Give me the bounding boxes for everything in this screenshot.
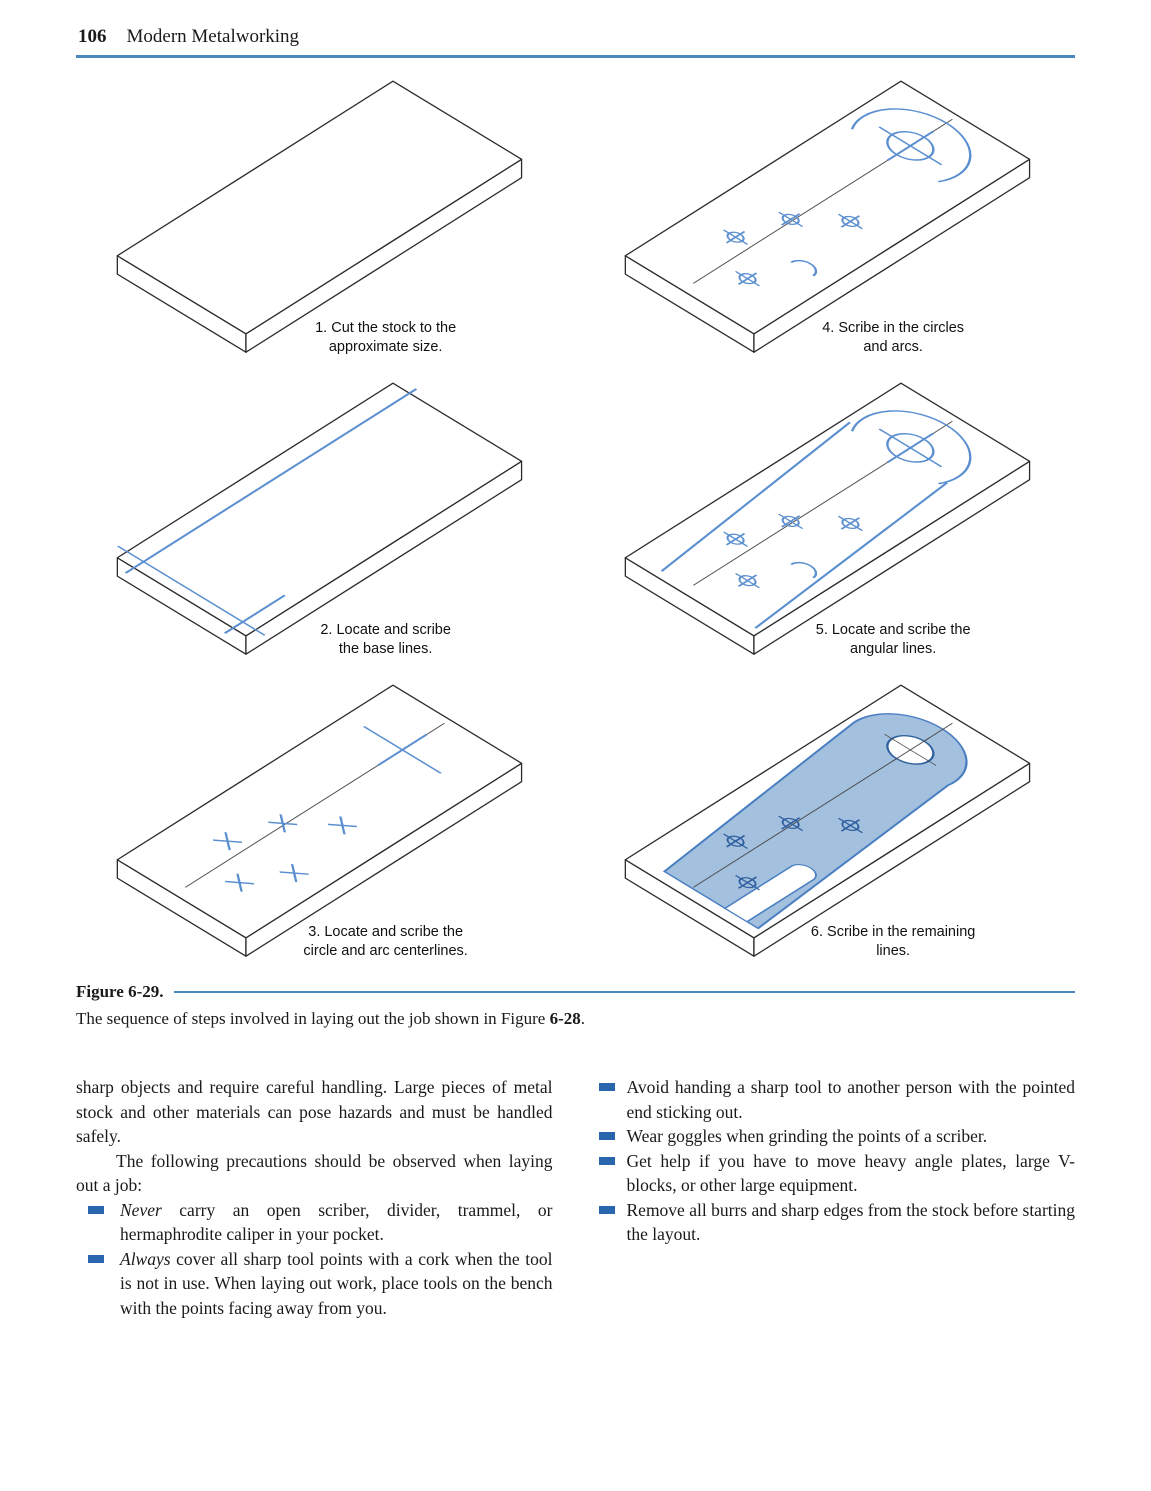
body-text: sharp objects and require careful handli…: [76, 1075, 1075, 1320]
bullet-lead: Never: [120, 1199, 162, 1220]
step-4-illustration: [624, 80, 1030, 353]
page-number: 106: [78, 26, 107, 47]
step-1-caption: 1. Cut the stock to the approximate size…: [246, 319, 526, 358]
step-4-caption: 4. Scribe in the circles and arcs.: [753, 319, 1033, 358]
step-6-illustration: [624, 684, 1030, 957]
caption-line-1: 2. Locate and scribe: [320, 621, 451, 638]
step-3-caption: 3. Locate and scribe the circle and arc …: [246, 923, 526, 962]
bullet-rest: cover all sharp tool points with a cork …: [120, 1248, 553, 1318]
figure-panel-step-5: 5. Locate and scribe the angular lines.: [584, 374, 1076, 668]
figure-panel-step-4: 4. Scribe in the circles and arcs.: [584, 72, 1076, 366]
bullet-text: Get help if you have to move heavy angle…: [626, 1150, 1076, 1196]
bullet-lead: Always: [120, 1248, 171, 1269]
list-item: Never carry an open scriber, divider, tr…: [76, 1198, 553, 1247]
bullet-text: Remove all burrs and sharp edges from th…: [626, 1199, 1076, 1245]
figure-grid: 1. Cut the stock to the approximate size…: [76, 72, 1075, 970]
figure-panel-step-1: 1. Cut the stock to the approximate size…: [76, 72, 568, 366]
step-6-caption: 6. Scribe in the remaining lines.: [753, 923, 1033, 962]
figure-caption-rule: [173, 991, 1075, 993]
figure-panel-step-3: 3. Locate and scribe the circle and arc …: [76, 676, 568, 970]
figure-panel-step-2: 2. Locate and scribe the base lines.: [76, 374, 568, 668]
caption-line-1: 1. Cut the stock to the: [315, 319, 457, 336]
bullet-marker: [88, 1205, 104, 1214]
step-3-illustration: [116, 684, 523, 957]
list-item: Wear goggles when grinding the points of…: [598, 1124, 1076, 1149]
bullet-marker: [598, 1156, 615, 1165]
caption-line-2: lines.: [876, 943, 911, 960]
body-column-right: Avoid handing a sharp tool to another pe…: [598, 1075, 1076, 1320]
figure-caption-ref: 6-28: [549, 1009, 581, 1028]
caption-line-1: 6. Scribe in the remaining: [810, 923, 976, 940]
paragraph: The following precautions should be obse…: [76, 1150, 553, 1196]
bullet-text: Avoid handing a sharp tool to another pe…: [626, 1077, 1076, 1122]
bullet-text: Wear goggles when grinding the points of…: [626, 1126, 988, 1146]
figure-label: Figure 6-29.: [76, 982, 164, 1001]
page-header: 106 Modern Metalworking: [76, 26, 1075, 55]
paragraph: sharp objects and require careful handli…: [76, 1077, 553, 1146]
caption-line-1: 5. Locate and scribe the: [815, 621, 971, 638]
figure-caption-period: .: [580, 1009, 585, 1028]
bullet-text: Never carry an open scriber, divider, tr…: [120, 1200, 553, 1245]
caption-line-2: and arcs.: [863, 339, 923, 356]
header-rule: [76, 55, 1075, 58]
figure-caption: The sequence of steps involved in laying…: [76, 1009, 1075, 1029]
step-5-illustration: [624, 382, 1030, 655]
caption-line-2: approximate size.: [328, 339, 443, 356]
bullet-rest: carry an open scriber, divider, trammel,…: [120, 1199, 553, 1245]
bullet-marker: [598, 1132, 615, 1140]
list-item: Always cover all sharp tool points with …: [76, 1247, 553, 1321]
step-2-illustration: [116, 382, 523, 655]
figure-caption-row: Figure 6-29.: [76, 982, 1075, 1002]
figure-panel-step-6: 6. Scribe in the remaining lines.: [584, 676, 1076, 970]
caption-line-1: 3. Locate and scribe the: [308, 923, 464, 940]
list-item: Get help if you have to move heavy angle…: [598, 1149, 1076, 1198]
bullet-marker: [598, 1083, 615, 1091]
caption-line-2: angular lines.: [850, 641, 937, 658]
bullet-marker: [598, 1205, 615, 1214]
list-item: Avoid handing a sharp tool to another pe…: [598, 1075, 1076, 1124]
step-2-caption: 2. Locate and scribe the base lines.: [246, 621, 526, 660]
caption-line-1: 4. Scribe in the circles: [822, 319, 965, 336]
bullet-text: Always cover all sharp tool points with …: [120, 1249, 553, 1318]
book-title: Modern Metalworking: [126, 26, 300, 47]
caption-line-2: the base lines.: [338, 641, 433, 658]
caption-line-2: circle and arc centerlines.: [303, 943, 468, 960]
step-5-caption: 5. Locate and scribe the angular lines.: [753, 621, 1033, 660]
figure-caption-text: The sequence of steps involved in laying…: [76, 1009, 550, 1028]
figure-6-29: 1. Cut the stock to the approximate size…: [76, 72, 1075, 1029]
body-column-left: sharp objects and require careful handli…: [76, 1075, 553, 1320]
bullet-marker: [88, 1254, 104, 1263]
list-item: Remove all burrs and sharp edges from th…: [598, 1198, 1076, 1247]
